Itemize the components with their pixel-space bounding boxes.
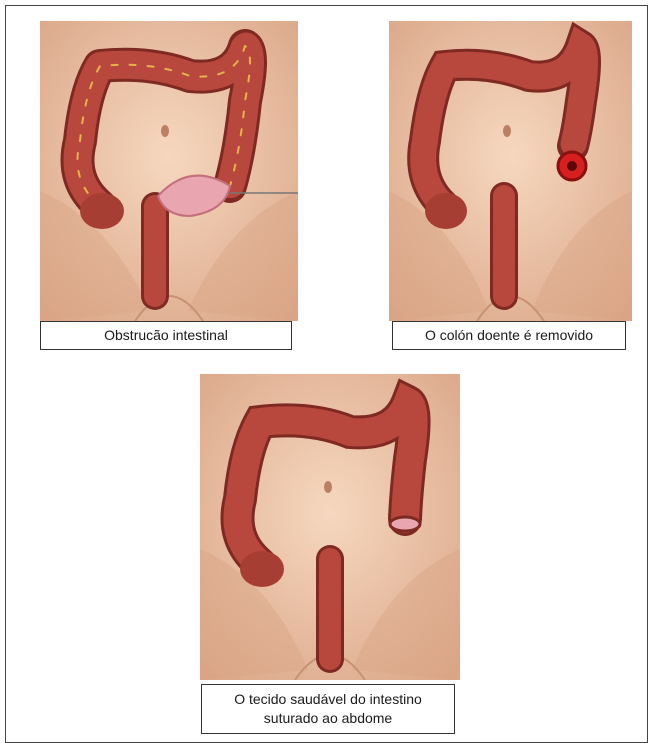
panel-obstruction-illustration: [40, 21, 298, 321]
caption-colon-removed: O colón doente é removido: [392, 321, 626, 350]
cecum: [80, 193, 124, 229]
cecum: [240, 551, 284, 587]
caption-line-2: suturado ao abdome: [264, 709, 392, 728]
caption-healthy-tissue: O tecido saudável do intestino suturado …: [201, 684, 455, 734]
cecum: [425, 193, 467, 229]
navel: [324, 481, 332, 493]
figure-frame: Obstrucão intestinal: [5, 5, 648, 743]
caption-line-1: O tecido saudável do intestino: [234, 690, 422, 709]
panel-colon-removed-illustration: [389, 21, 632, 321]
sutured-end: [390, 517, 420, 531]
caption-obstruction: Obstrucão intestinal: [40, 321, 292, 350]
panel-healthy-tissue-illustration: [200, 374, 460, 680]
navel: [161, 125, 169, 137]
navel: [503, 125, 511, 137]
